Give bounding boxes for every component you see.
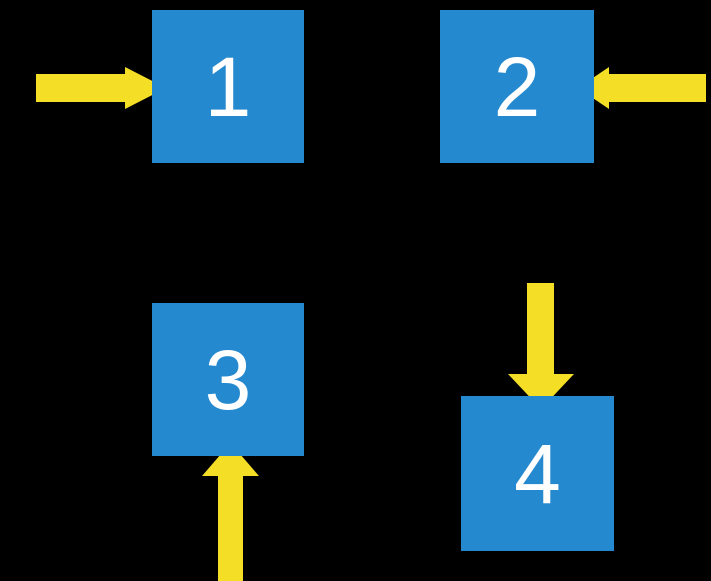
node-box-4[interactable]: 4	[461, 396, 614, 551]
node-label-1: 1	[204, 39, 252, 134]
node-label-4: 4	[514, 426, 561, 521]
arrow-up-into-node-3	[202, 443, 259, 581]
node-label-3: 3	[204, 332, 252, 427]
node-box-1[interactable]: 1	[152, 10, 304, 163]
arrow-right-shape	[36, 67, 166, 109]
arrow-down-shape	[508, 283, 574, 409]
arrow-left-shape	[578, 67, 706, 109]
node-label-2: 2	[493, 39, 541, 134]
node-box-2[interactable]: 2	[440, 10, 594, 163]
arrow-left-into-node-2	[578, 67, 706, 109]
arrow-up-shape	[202, 443, 259, 581]
node-box-3[interactable]: 3	[152, 303, 304, 456]
arrow-down-into-node-4	[508, 283, 574, 409]
arrow-right-into-node-1	[36, 67, 166, 109]
